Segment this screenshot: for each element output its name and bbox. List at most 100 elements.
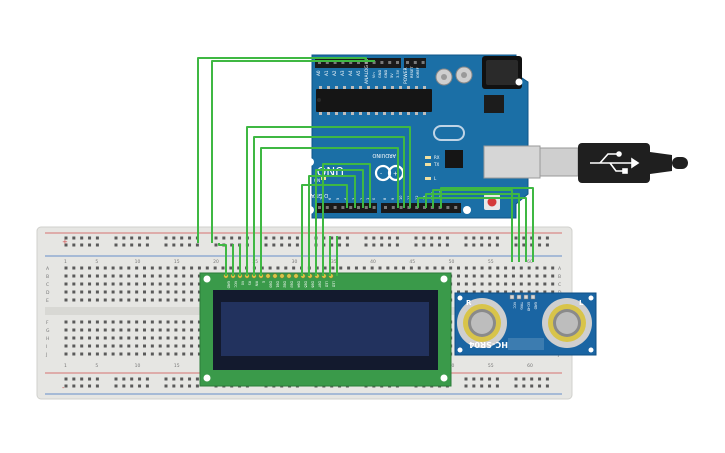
breadboard-hole[interactable] (103, 274, 107, 278)
breadboard-hole[interactable] (166, 266, 170, 270)
header-pin[interactable] (349, 206, 353, 209)
header-pin[interactable] (357, 61, 360, 64)
breadboard-hole[interactable] (88, 290, 92, 294)
rail-hole[interactable] (395, 236, 399, 240)
breadboard-hole[interactable] (551, 274, 555, 278)
breadboard-hole[interactable] (472, 266, 476, 270)
breadboard-hole[interactable] (103, 352, 107, 356)
breadboard-hole[interactable] (88, 274, 92, 278)
breadboard-hole[interactable] (166, 274, 170, 278)
lcd-pin[interactable] (286, 273, 292, 279)
breadboard-hole[interactable] (182, 298, 186, 302)
rail-hole[interactable] (464, 236, 468, 240)
rail-hole[interactable] (130, 377, 134, 381)
breadboard-hole[interactable] (127, 274, 131, 278)
header-pin[interactable] (423, 206, 426, 209)
rail-hole[interactable] (72, 243, 76, 247)
rail-hole[interactable] (95, 236, 99, 240)
header-pin[interactable] (454, 206, 458, 209)
rail-hole[interactable] (145, 243, 149, 247)
rail-hole[interactable] (480, 243, 484, 247)
rail-hole[interactable] (95, 377, 99, 381)
rail-hole[interactable] (472, 377, 476, 381)
rail-hole[interactable] (280, 236, 284, 240)
breadboard-hole[interactable] (496, 282, 500, 286)
rail-hole[interactable] (545, 236, 549, 240)
breadboard-hole[interactable] (166, 298, 170, 302)
lcd-pin[interactable] (279, 273, 285, 279)
breadboard-hole[interactable] (72, 298, 76, 302)
breadboard-hole[interactable] (464, 290, 468, 294)
breadboard-hole[interactable] (190, 344, 194, 348)
breadboard-hole[interactable] (535, 282, 539, 286)
breadboard-hole[interactable] (80, 274, 84, 278)
breadboard-hole[interactable] (488, 266, 492, 270)
rail-hole[interactable] (122, 243, 126, 247)
breadboard-hole[interactable] (190, 336, 194, 340)
rail-hole[interactable] (114, 377, 118, 381)
breadboard-hole[interactable] (119, 352, 123, 356)
rail-hole[interactable] (422, 236, 426, 240)
rail-hole[interactable] (545, 377, 549, 381)
breadboard-hole[interactable] (88, 336, 92, 340)
breadboard-hole[interactable] (174, 344, 178, 348)
rail-hole[interactable] (514, 377, 518, 381)
breadboard-hole[interactable] (527, 282, 531, 286)
rail-hole[interactable] (80, 236, 84, 240)
header-pin[interactable] (364, 61, 368, 64)
rail-hole[interactable] (495, 236, 499, 240)
rail-hole[interactable] (130, 384, 134, 388)
breadboard-hole[interactable] (64, 328, 68, 332)
header-pin[interactable] (406, 61, 409, 64)
breadboard-hole[interactable] (197, 344, 201, 348)
breadboard-hole[interactable] (111, 320, 115, 324)
breadboard-hole[interactable] (543, 274, 547, 278)
breadboard-hole[interactable] (150, 328, 154, 332)
breadboard-hole[interactable] (103, 266, 107, 270)
breadboard-hole[interactable] (72, 266, 76, 270)
breadboard-hole[interactable] (174, 328, 178, 332)
rail-hole[interactable] (138, 377, 142, 381)
rail-hole[interactable] (530, 384, 534, 388)
header-pin[interactable] (421, 61, 425, 64)
rail-hole[interactable] (180, 236, 184, 240)
breadboard-hole[interactable] (150, 290, 154, 294)
breadboard-hole[interactable] (150, 320, 154, 324)
breadboard-hole[interactable] (543, 290, 547, 294)
breadboard-hole[interactable] (150, 336, 154, 340)
rail-hole[interactable] (88, 384, 92, 388)
header-pin[interactable] (341, 61, 345, 64)
breadboard-hole[interactable] (464, 274, 468, 278)
breadboard-hole[interactable] (150, 266, 154, 270)
breadboard-hole[interactable] (551, 282, 555, 286)
breadboard-hole[interactable] (143, 352, 146, 356)
rail-hole[interactable] (372, 236, 376, 240)
breadboard-hole[interactable] (535, 266, 539, 270)
breadboard-hole[interactable] (519, 274, 523, 278)
breadboard-hole[interactable] (205, 266, 209, 270)
rail-hole[interactable] (288, 243, 292, 247)
breadboard-hole[interactable] (504, 282, 508, 286)
breadboard-hole[interactable] (457, 266, 460, 270)
header-pin[interactable] (318, 61, 321, 64)
breadboard-hole[interactable] (111, 328, 115, 332)
breadboard-hole[interactable] (174, 290, 178, 294)
rail-hole[interactable] (514, 243, 518, 247)
breadboard-hole[interactable] (158, 320, 162, 324)
header-pin[interactable] (341, 206, 345, 209)
breadboard-hole[interactable] (88, 282, 92, 286)
rail-hole[interactable] (164, 236, 168, 240)
rail-hole[interactable] (488, 377, 492, 381)
rail-hole[interactable] (380, 243, 384, 247)
rail-hole[interactable] (172, 384, 176, 388)
rail-hole[interactable] (430, 243, 434, 247)
breadboard-hole[interactable] (166, 344, 170, 348)
breadboard-hole[interactable] (135, 274, 139, 278)
rail-hole[interactable] (88, 243, 92, 247)
rail-hole[interactable] (114, 236, 118, 240)
breadboard-hole[interactable] (331, 266, 335, 270)
breadboard-hole[interactable] (457, 290, 460, 294)
sensor-pin[interactable] (523, 294, 529, 300)
breadboard-hole[interactable] (315, 266, 319, 270)
